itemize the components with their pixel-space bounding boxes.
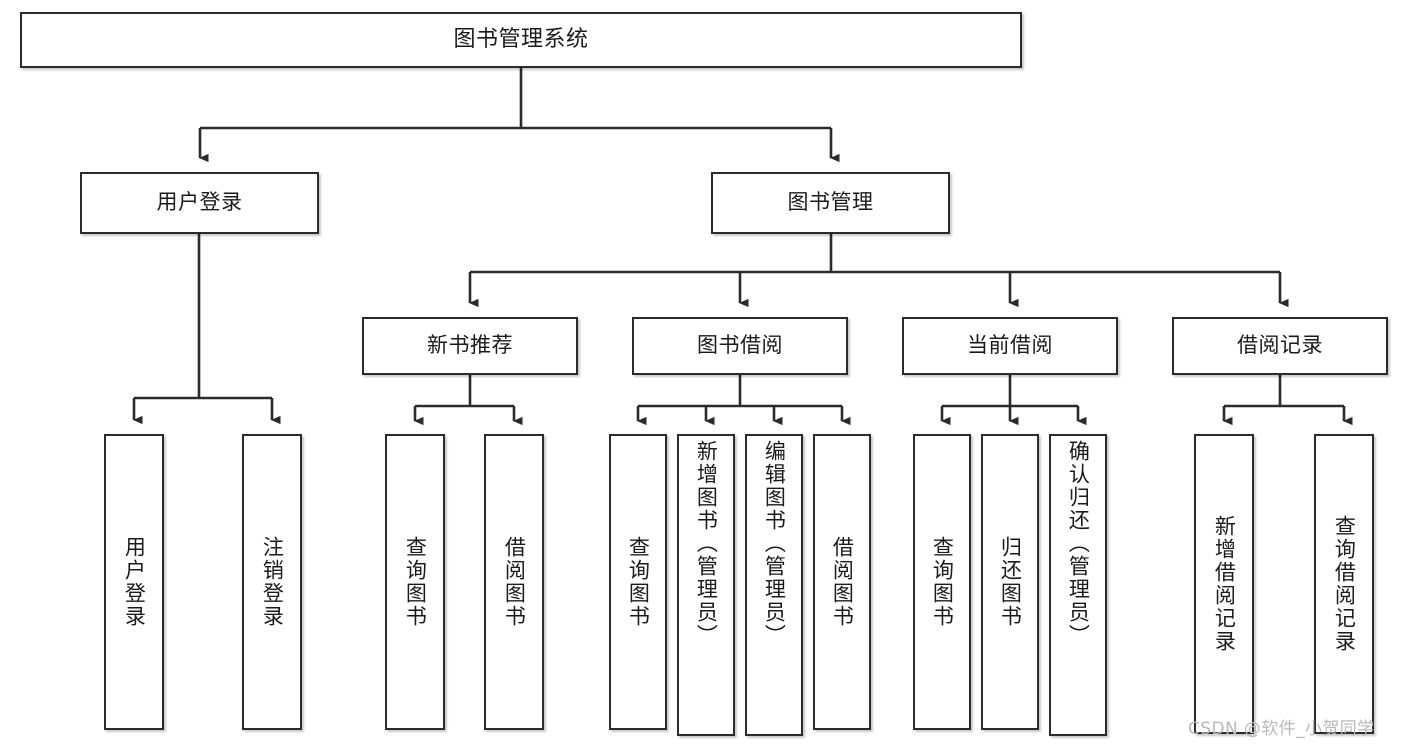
node-leaf-confirm-return[interactable]: 确认归还（管理员）	[1049, 434, 1107, 736]
node-book-borrow[interactable]: 图书借阅	[632, 317, 848, 375]
node-borrow-record-label: 借阅记录	[1237, 333, 1323, 358]
node-leaf-edit-book[interactable]: 编辑图书（管理员）	[745, 434, 803, 736]
node-current-borrow[interactable]: 当前借阅	[902, 317, 1118, 375]
node-leaf-add-record-label: 新增借阅记录	[1212, 515, 1237, 653]
node-leaf-borrow-book[interactable]: 借阅图书	[813, 434, 871, 730]
node-leaf-return-book-label: 归还图书	[998, 536, 1023, 628]
node-leaf-borrow-book-rec[interactable]: 借阅图书	[484, 434, 544, 730]
node-leaf-add-book[interactable]: 新增图书（管理员）	[677, 434, 735, 736]
node-leaf-confirm-return-label: 确认归还（管理员）	[1066, 440, 1091, 647]
node-leaf-logout[interactable]: 注销登录	[242, 434, 302, 730]
node-book-borrow-label: 图书借阅	[697, 333, 783, 358]
node-leaf-query-book-cur[interactable]: 查询图书	[913, 434, 971, 730]
csdn-watermark: CSDN @软件_小贺同学	[1188, 719, 1375, 739]
node-borrow-record[interactable]: 借阅记录	[1172, 317, 1388, 375]
node-leaf-borrow-book-label: 借阅图书	[830, 536, 855, 628]
node-leaf-logout-label: 注销登录	[260, 536, 285, 628]
node-leaf-query-book-rec[interactable]: 查询图书	[385, 434, 445, 730]
node-new-book-rec-label: 新书推荐	[427, 333, 513, 358]
node-leaf-return-book[interactable]: 归还图书	[981, 434, 1039, 730]
node-leaf-add-record[interactable]: 新增借阅记录	[1194, 434, 1254, 734]
node-leaf-query-book-borrow[interactable]: 查询图书	[609, 434, 667, 730]
node-leaf-add-book-label: 新增图书（管理员）	[694, 440, 719, 647]
node-book-manage[interactable]: 图书管理	[711, 172, 950, 234]
node-root[interactable]: 图书管理系统	[20, 12, 1022, 68]
node-current-borrow-label: 当前借阅	[967, 333, 1053, 358]
node-user-login[interactable]: 用户登录	[80, 172, 319, 234]
node-leaf-query-record-label: 查询借阅记录	[1332, 515, 1357, 653]
node-new-book-rec[interactable]: 新书推荐	[362, 317, 578, 375]
node-leaf-query-record[interactable]: 查询借阅记录	[1314, 434, 1374, 734]
node-leaf-edit-book-label: 编辑图书（管理员）	[762, 440, 787, 647]
node-leaf-query-book-borrow-label: 查询图书	[626, 536, 651, 628]
node-leaf-borrow-book-rec-label: 借阅图书	[502, 536, 527, 628]
node-book-manage-label: 图书管理	[787, 190, 874, 215]
node-leaf-query-book-rec-label: 查询图书	[403, 536, 428, 628]
node-leaf-query-book-cur-label: 查询图书	[930, 536, 955, 628]
node-root-label: 图书管理系统	[453, 26, 589, 52]
node-leaf-user-login[interactable]: 用户登录	[104, 434, 164, 730]
node-user-login-label: 用户登录	[156, 190, 243, 215]
node-leaf-user-login-label: 用户登录	[122, 536, 147, 628]
